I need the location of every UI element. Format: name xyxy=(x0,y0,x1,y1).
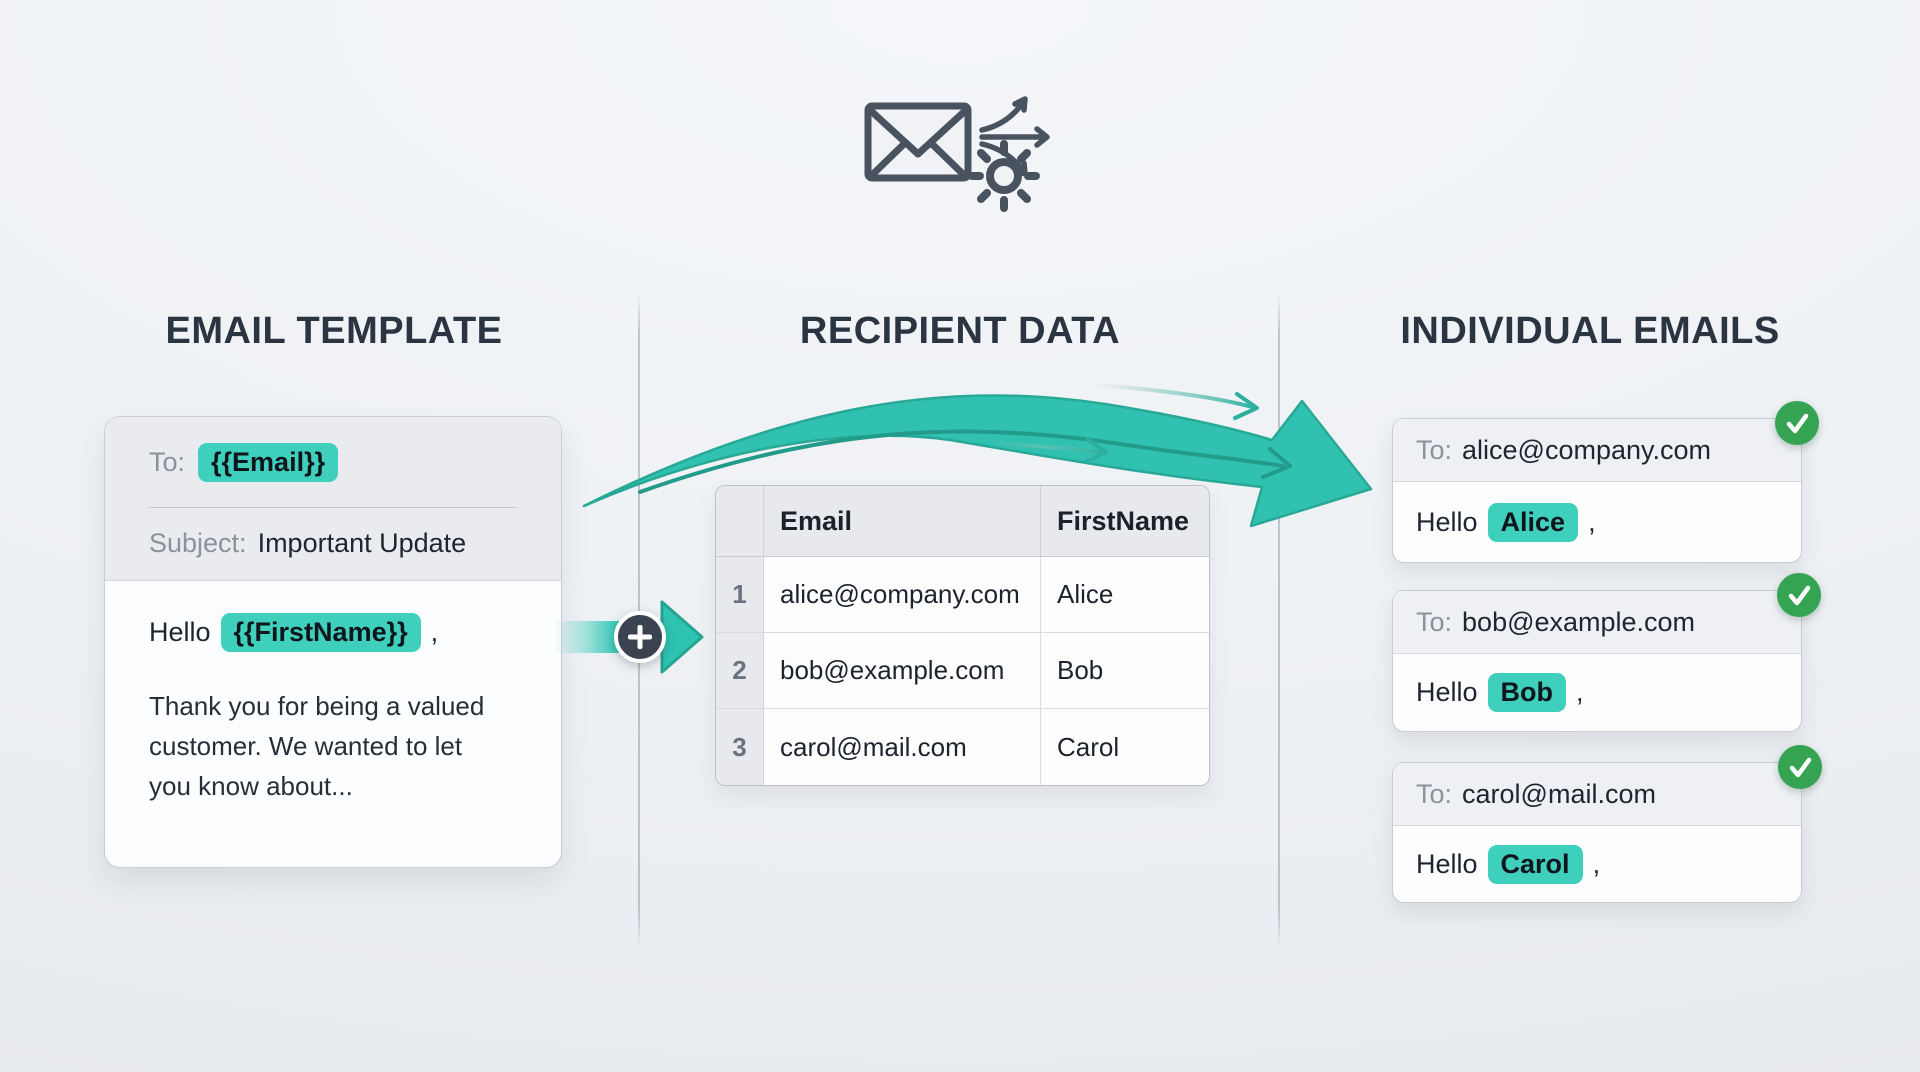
name-chip: Carol xyxy=(1487,844,1583,884)
firstname-variable-chip: {{FirstName}} xyxy=(220,613,421,652)
email-template-card: To: {{Email}} Subject: Important Update … xyxy=(104,416,562,868)
greeting-prefix: Hello xyxy=(1416,848,1478,879)
subject-label: Subject: xyxy=(149,528,247,558)
plus-icon xyxy=(614,611,666,663)
to-label: To: xyxy=(1416,778,1453,809)
to-label: To: xyxy=(1416,434,1453,465)
greeting-comma: , xyxy=(1588,506,1596,537)
firstname-cell: Alice xyxy=(1041,557,1209,633)
column-heading-recipient-data: RECIPIENT DATA xyxy=(799,310,1121,352)
greeting-comma: , xyxy=(1592,848,1601,879)
recipient-data-table: Email FirstName 1 alice@company.com Alic… xyxy=(715,485,1210,786)
arrowhead-icon xyxy=(660,600,704,674)
column-header-email: Email xyxy=(764,486,1041,557)
greeting-comma: , xyxy=(1576,677,1584,707)
check-icon xyxy=(1786,413,1809,434)
mail-card-body: Hello Carol , xyxy=(1393,826,1801,902)
template-to-row: To: {{Email}} xyxy=(149,417,517,508)
email-cell: carol@mail.com xyxy=(764,709,1041,785)
column-header-firstname: FirstName xyxy=(1041,486,1209,557)
name-chip: Bob xyxy=(1487,673,1567,712)
template-card-body: Hello {{FirstName}} , Thank you for bein… xyxy=(105,581,561,806)
check-badge xyxy=(1778,745,1822,789)
name-chip: Alice xyxy=(1487,502,1579,542)
mail-card-header: To: carol@mail.com xyxy=(1393,763,1801,826)
check-badge xyxy=(1775,401,1819,445)
accent-arrow-upper xyxy=(1096,383,1259,420)
email-cell: bob@example.com xyxy=(764,633,1041,709)
body-text-line: customer. We wanted to let xyxy=(149,731,463,761)
mail-card-body: Hello Bob , xyxy=(1393,654,1801,731)
to-address: carol@mail.com xyxy=(1462,778,1656,809)
table-corner-cell xyxy=(716,486,764,557)
body-text-line: Thank you for being a valued xyxy=(149,691,485,721)
row-number-cell: 2 xyxy=(716,633,764,709)
check-badge xyxy=(1777,573,1821,617)
mail-card-header: To: bob@example.com xyxy=(1393,591,1801,654)
to-label: To: xyxy=(149,446,186,477)
individual-email-card: To: alice@company.com Hello Alice , xyxy=(1392,418,1802,563)
mail-card-header: To: alice@company.com xyxy=(1393,419,1801,482)
greeting-prefix: Hello xyxy=(149,617,211,647)
body-text-line: you know about... xyxy=(149,771,353,801)
mail-card-body: Hello Alice , xyxy=(1393,482,1801,562)
template-greeting-row: Hello {{FirstName}} , xyxy=(149,613,517,652)
individual-email-card: To: bob@example.com Hello Bob , xyxy=(1392,590,1802,732)
check-icon xyxy=(1788,585,1811,606)
greeting-prefix: Hello xyxy=(1416,506,1478,537)
email-cell: alice@company.com xyxy=(764,557,1041,633)
inner-arrow-stroke xyxy=(638,429,1292,494)
column-heading-email-template: EMAIL TEMPLATE xyxy=(165,310,503,352)
firstname-cell: Bob xyxy=(1041,633,1209,709)
template-body-text: Thank you for being a valued customer. W… xyxy=(149,686,494,806)
to-address: alice@company.com xyxy=(1462,434,1712,465)
greeting-prefix: Hello xyxy=(1416,677,1478,707)
section-divider-right xyxy=(1278,294,1280,948)
subject-value: Important Update xyxy=(257,528,467,558)
envelope-icon xyxy=(864,102,972,182)
template-subject-row: Subject: Important Update xyxy=(149,508,517,579)
merge-flow-band xyxy=(554,621,620,653)
row-number-cell: 3 xyxy=(716,709,764,785)
to-address: bob@example.com xyxy=(1462,606,1696,637)
email-variable-chip: {{Email}} xyxy=(198,442,339,482)
accent-arrow-lower xyxy=(993,438,1108,464)
gear-icon xyxy=(968,140,1040,212)
mail-merge-hero-icon xyxy=(864,96,1050,212)
individual-email-card: To: carol@mail.com Hello Carol , xyxy=(1392,762,1802,903)
row-number-cell: 1 xyxy=(716,557,764,633)
firstname-cell: Carol xyxy=(1041,709,1209,785)
to-label: To: xyxy=(1416,606,1453,637)
column-heading-individual-emails: INDIVIDUAL EMAILS xyxy=(1400,310,1780,352)
check-icon xyxy=(1789,757,1812,778)
fan-out-arrows-icon xyxy=(979,96,1050,177)
template-card-header: To: {{Email}} Subject: Important Update xyxy=(105,417,561,581)
greeting-comma: , xyxy=(430,617,439,647)
